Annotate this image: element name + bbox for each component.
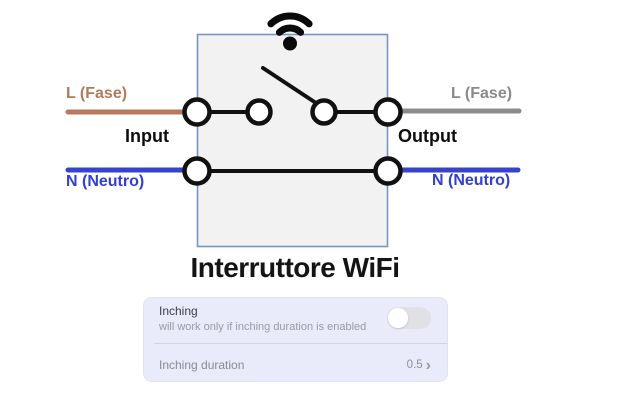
input-side-label: Input: [125, 126, 169, 146]
inching-settings-panel: Inching will work only if inching durati…: [143, 297, 448, 382]
inching-row: Inching will work only if inching durati…: [159, 304, 377, 334]
toggle-knob-icon: [388, 308, 408, 328]
inching-toggle[interactable]: [387, 307, 431, 329]
switch-blade: [261, 66, 318, 105]
terminal-neutral-output: [373, 156, 403, 186]
inching-duration-value: 0.5: [406, 359, 423, 371]
output-side-label: Output: [398, 126, 457, 146]
wiring-diagram: [65, 12, 522, 248]
chevron-right-icon: ›: [425, 356, 431, 374]
wifi-icon: [267, 12, 313, 51]
neutral-output-label: N (Neutro): [432, 172, 511, 189]
terminal-phase-output: [373, 97, 403, 127]
inching-label: Inching: [159, 304, 198, 318]
terminal-neutral-input: [182, 156, 212, 186]
switch-body-box: [196, 33, 389, 248]
switch-contact-right: [310, 98, 338, 126]
inching-duration-row[interactable]: Inching duration 0.5 ›: [159, 352, 431, 378]
diagram-title: Interruttore WiFi: [190, 252, 400, 283]
inching-description: will work only if inching duration is en…: [159, 321, 367, 333]
phase-output-label: L (Fase): [451, 85, 513, 102]
inching-duration-label: Inching duration: [159, 358, 245, 372]
panel-divider: [154, 343, 447, 344]
terminal-phase-input: [182, 97, 212, 127]
switch-contact-left: [245, 98, 273, 126]
neutral-input-label: N (Neutro): [66, 173, 145, 190]
phase-input-label: L (Fase): [66, 85, 128, 102]
